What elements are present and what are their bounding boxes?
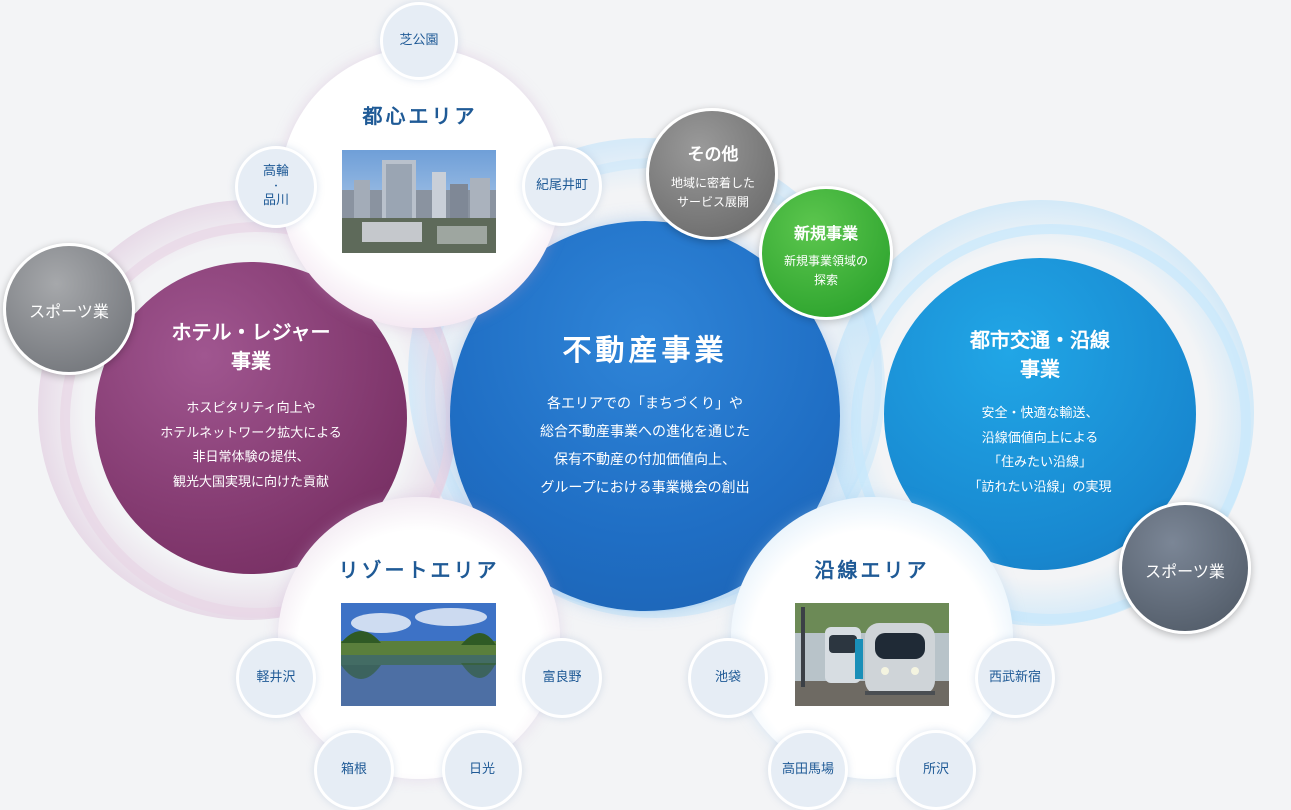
ensen-area-title: 沿線エリア [814, 558, 930, 582]
toshin-area-title: 都心エリア [362, 104, 478, 128]
furano-label: 富良野 [542, 669, 582, 685]
kioicho-node[interactable]: 紀尾井町 [522, 146, 602, 226]
core-line: 保有不動産の付加価値向上、 [554, 452, 736, 468]
other-line: サービス展開 [676, 195, 749, 210]
core-line: 各エリアでの「まちづくり」や [547, 396, 743, 412]
hotel-line: ホテルネットワーク拡大による [160, 425, 342, 441]
new-business-title: 新規事業 [793, 224, 858, 243]
resort-area-title: リゾートエリア [338, 558, 500, 582]
nikko-label: 日光 [468, 761, 495, 777]
takadanobaba-node[interactable]: 高田馬場 [768, 730, 848, 810]
ikebukuro-label: 池袋 [714, 669, 741, 685]
nikko-node[interactable]: 日光 [442, 730, 522, 810]
sports-circle-left [3, 243, 135, 375]
takadanobaba-label: 高田馬場 [781, 761, 834, 777]
new-business-description: 新規事業領域の 探索 [762, 252, 890, 290]
new-business-circle [759, 186, 893, 320]
other-title: その他 [687, 145, 739, 165]
transit-line: 安全・快適な輸送、 [981, 406, 1099, 421]
takanawa-dot: ・ [271, 181, 281, 192]
new-business-line: 探索 [813, 273, 838, 288]
transit-title: 都市交通・沿線 事業 [905, 326, 1175, 384]
sports-circle-right [1119, 502, 1251, 634]
core-title: 不動産事業 [562, 333, 728, 367]
hakone-node[interactable]: 箱根 [314, 730, 394, 810]
transit-title-line2: 事業 [1020, 357, 1060, 381]
shinagawa-label: 品川 [262, 193, 289, 209]
transit-title-line1: 都市交通・沿線 [970, 328, 1110, 352]
core-line: グループにおける事業機会の創出 [540, 480, 750, 496]
hotel-title: ホテル・レジャー 事業 [120, 318, 382, 376]
core-line: 総合不動産事業への進化を通じた [540, 424, 750, 440]
core-description: 各エリアでの「まちづくり」や 総合不動産事業への進化を通じた 保有不動産の付加価… [470, 390, 820, 502]
shiba-park-node[interactable]: 芝公園 [380, 2, 458, 80]
other-description: 地域に密着した サービス展開 [650, 174, 776, 212]
sports-label-left: スポーツ業 [29, 302, 109, 321]
hotel-line: ホスピタリティ向上や [186, 401, 316, 416]
takanawa-shinagawa-node[interactable]: 高輪 ・ 品川 [235, 146, 317, 228]
seibu-shinjuku-label: 西武新宿 [988, 669, 1041, 685]
seibu-shinjuku-node[interactable]: 西武新宿 [975, 638, 1055, 718]
transit-description: 安全・快適な輸送、 沿線価値向上による 「住みたい沿線」 「訪れたい沿線」の実現 [905, 402, 1175, 501]
hakone-label: 箱根 [340, 761, 367, 777]
hotel-title-line1: ホテル・レジャー [171, 320, 331, 344]
hotel-title-line2: 事業 [231, 349, 271, 373]
kioicho-label: 紀尾井町 [535, 177, 588, 193]
new-business-line: 新規事業領域の [783, 254, 868, 268]
ikebukuro-node[interactable]: 池袋 [688, 638, 768, 718]
transit-glow-ring-2 [851, 224, 1251, 624]
resort-lake-photo [341, 603, 496, 706]
hotel-line: 非日常体験の提供、 [192, 450, 310, 466]
takanawa-label: 高輪 [262, 163, 289, 179]
ensen-train-photo [795, 603, 949, 706]
other-line: 地域に密着した [670, 176, 755, 190]
karuizawa-label: 軽井沢 [256, 669, 296, 685]
furano-node[interactable]: 富良野 [522, 638, 602, 718]
sports-label-right: スポーツ業 [1145, 562, 1225, 581]
tokorozawa-label: 所沢 [922, 761, 949, 777]
transit-line: 「訪れたい沿線」の実現 [968, 480, 1112, 496]
other-business-circle [646, 108, 778, 240]
transit-line: 沿線価値向上による [981, 430, 1099, 446]
karuizawa-node[interactable]: 軽井沢 [236, 638, 316, 718]
hotel-description: ホスピタリティ向上や ホテルネットワーク拡大による 非日常体験の提供、 観光大国… [120, 397, 382, 496]
toshin-city-photo [342, 150, 496, 253]
hotel-line: 観光大国実現に向けた貢献 [172, 475, 329, 491]
transit-line: 「住みたい沿線」 [987, 455, 1092, 471]
tokorozawa-node[interactable]: 所沢 [896, 730, 976, 810]
shiba-park-label: 芝公園 [399, 32, 439, 48]
